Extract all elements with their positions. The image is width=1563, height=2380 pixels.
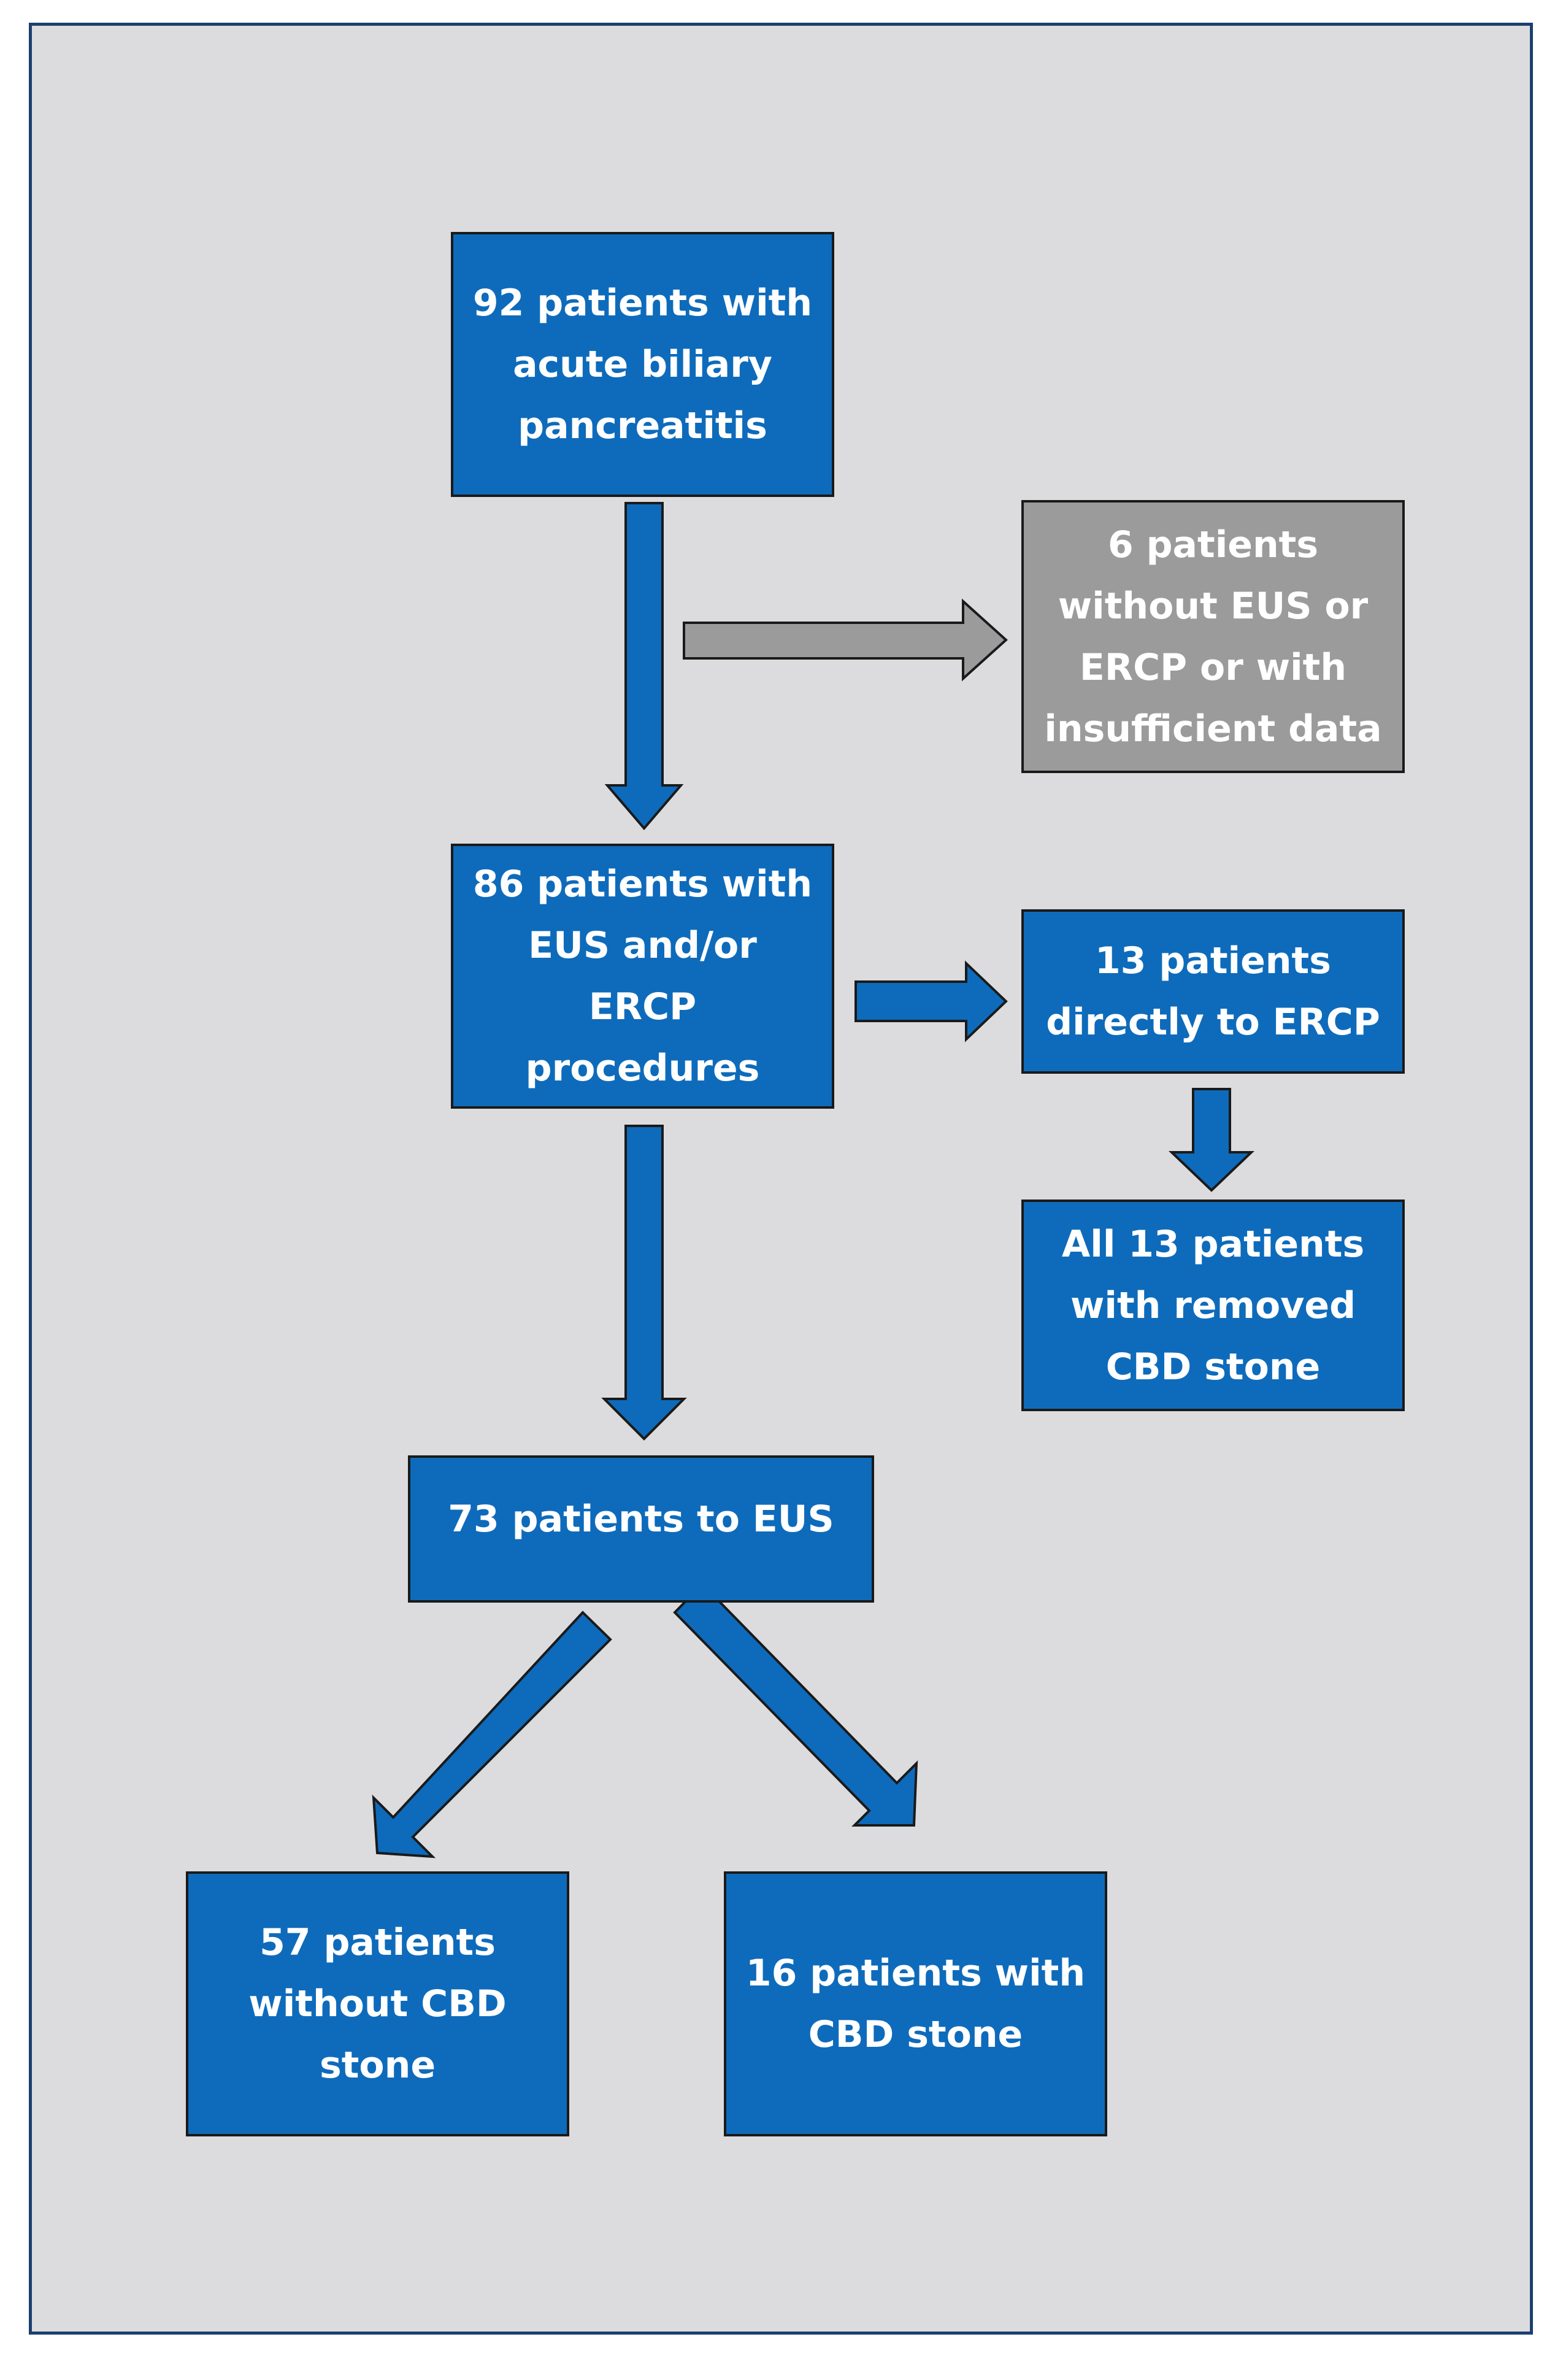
node-16-with-stone: 16 patients with CBD stone bbox=[724, 1871, 1107, 2136]
arrow-to-eus bbox=[601, 1125, 687, 1441]
arrow-start-to-procedures bbox=[604, 502, 684, 831]
node-92-patients-text: 92 patients with acute biliary pancreati… bbox=[472, 282, 813, 447]
node-73-to-eus-text: 73 patients to EUS bbox=[448, 1498, 834, 1541]
node-6-excluded: 6 patients without EUS or ERCP or with i… bbox=[1021, 500, 1405, 773]
node-13-direct-ercp-text: 13 patients directly to ERCP bbox=[1046, 939, 1380, 1044]
node-57-without-stone: 57 patients without CBD stone bbox=[186, 1871, 569, 2136]
node-86-procedures: 86 patients with EUS and/or ERCP procedu… bbox=[451, 844, 834, 1109]
arrow-to-with-stone bbox=[673, 1582, 918, 1827]
arrow-to-excluded bbox=[683, 598, 1008, 682]
node-57-without-stone-text: 57 patients without CBD stone bbox=[248, 1921, 507, 2087]
node-92-patients: 92 patients with acute biliary pancreati… bbox=[451, 232, 834, 497]
node-86-procedures-text: 86 patients with EUS and/or ERCP procedu… bbox=[472, 863, 813, 1090]
arrow-to-removed-stone bbox=[1169, 1088, 1254, 1192]
node-6-excluded-text: 6 patients without EUS or ERCP or with i… bbox=[1044, 523, 1382, 750]
node-13-removed-stone-text: All 13 patients with removed CBD stone bbox=[1061, 1222, 1365, 1388]
node-16-with-stone-text: 16 patients with CBD stone bbox=[745, 1952, 1086, 2056]
arrow-to-without-stone bbox=[372, 1611, 612, 1858]
node-13-removed-stone: All 13 patients with removed CBD stone bbox=[1021, 1200, 1405, 1411]
node-13-direct-ercp: 13 patients directly to ERCP bbox=[1021, 909, 1405, 1074]
arrow-to-direct-ercp bbox=[854, 960, 1008, 1042]
node-73-to-eus: 73 patients to EUS bbox=[408, 1455, 874, 1603]
